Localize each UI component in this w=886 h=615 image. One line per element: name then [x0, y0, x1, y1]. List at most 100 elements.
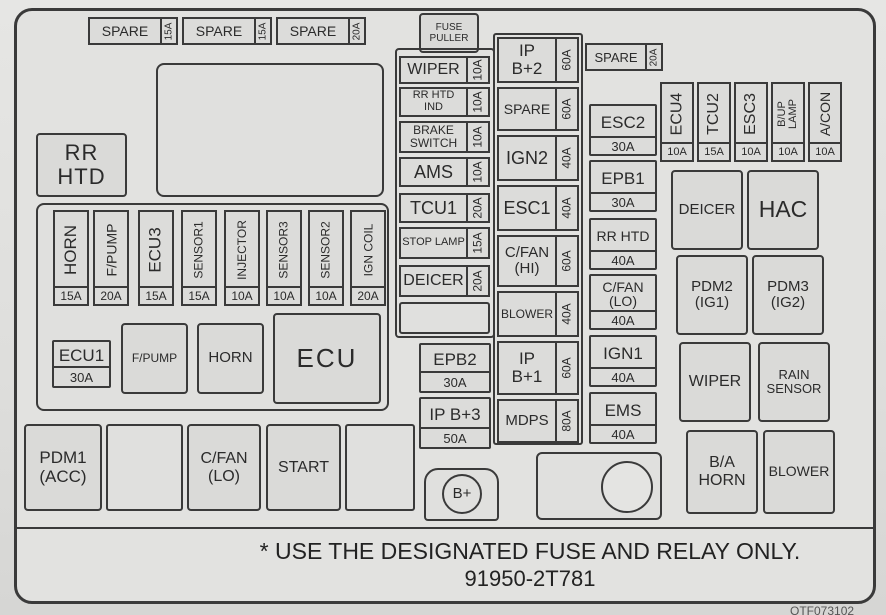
spare-fuse-2: SPARE 15A	[182, 17, 272, 45]
fuse-amp: 15A	[183, 286, 215, 304]
start-relay: START	[266, 424, 341, 511]
main-terminal-stud	[601, 461, 653, 513]
fuse-sensor2: SENSOR2 10A	[308, 210, 344, 306]
fuse-mdps: MDPS 80A	[497, 399, 579, 443]
fuse-cfan-lo: C/FAN (LO) 40A	[589, 274, 657, 330]
fuse-amp: 60A	[560, 357, 575, 379]
column-3-group	[493, 33, 583, 445]
fuse-amp: 10A	[471, 91, 486, 113]
fuse-amp: 10A	[226, 286, 258, 304]
fuse-label: SENSOR2	[319, 221, 334, 279]
fuse-puller: FUSE PULLER	[419, 13, 479, 53]
fuse-label: WIPER	[407, 60, 460, 78]
spare-fuse-3: SPARE 20A	[276, 17, 366, 45]
fuse-amp: 80A	[560, 410, 575, 432]
fuse-label: ESC3	[742, 93, 760, 135]
fuse-rr-htd-ind: RR HTD IND 10A	[399, 87, 490, 117]
fuse-label: F/PUMP	[103, 223, 120, 277]
fuse-backup-lamp: B/UP LAMP 10A	[771, 82, 805, 162]
fuse-label: TCU2	[705, 93, 722, 135]
fuse-label: EPB1	[601, 168, 645, 188]
fuse-amp: 20A	[95, 286, 127, 304]
fuse-amp: 10A	[471, 126, 486, 148]
fuse-label: IGN COIL	[361, 223, 375, 277]
fuse-horn: HORN 15A	[53, 210, 89, 306]
fuse-amp: 10A	[471, 161, 486, 183]
fuse-label: ECU3	[146, 227, 166, 273]
fuse-amp: 10A	[810, 142, 840, 160]
fpump-relay: F/PUMP	[121, 323, 188, 394]
rr-htd-relay: RR HTD	[36, 133, 127, 197]
fuse-amp: 10A	[310, 286, 342, 304]
fuse-amp: 20A	[471, 270, 486, 292]
fuse-amp: 15A	[257, 22, 269, 40]
pdm3-relay: PDM3 (IG2)	[752, 255, 824, 335]
wiper-relay: WIPER	[679, 342, 751, 422]
fuse-amp: 30A	[54, 366, 109, 386]
fuse-label: AMS	[413, 161, 453, 182]
fuse-amp: 40A	[591, 250, 655, 268]
fuse-label: A/CON	[817, 91, 833, 137]
empty-relay-slot	[106, 424, 183, 511]
fuse-amp: 60A	[560, 98, 575, 120]
fuse-deicer: DEICER 20A	[399, 265, 490, 297]
fuse-amp: 40A	[560, 197, 575, 219]
fuse-brake-switch: BRAKE SWITCH 10A	[399, 121, 490, 153]
fuse-label: BLOWER	[500, 306, 553, 321]
fuse-amp: 40A	[591, 310, 655, 328]
fuse-amp: 10A	[471, 59, 486, 81]
fuse-ecu3: ECU3 15A	[138, 210, 174, 306]
fuse-ign2: IGN2 40A	[497, 135, 579, 181]
empty-fuse-slot	[399, 302, 490, 334]
pdm1-relay: PDM1 (ACC)	[24, 424, 102, 511]
fuse-label: EPB2	[433, 349, 477, 369]
fuse-ign-coil: IGN COIL 20A	[350, 210, 386, 306]
fuse-label: SPARE	[195, 23, 243, 39]
fuse-amp: 15A	[699, 142, 729, 160]
fuse-ecu4: ECU4 10A	[660, 82, 694, 162]
fuse-esc1: ESC1 40A	[497, 185, 579, 231]
fuse-fpump: F/PUMP 20A	[93, 210, 129, 306]
fuse-label: RR HTD IND	[412, 89, 455, 113]
fuse-stop-lamp: STOP LAMP 15A	[399, 227, 490, 259]
fuse-amp: 10A	[773, 142, 803, 160]
empty-relay-slot	[345, 424, 415, 511]
fuse-esc2: ESC2 30A	[589, 104, 657, 156]
fuse-amp: 50A	[421, 427, 489, 447]
fuse-cfan-hi: C/FAN (HI) 60A	[497, 235, 579, 287]
part-number: 91950-2T781	[464, 566, 596, 591]
fuse-tcu1: TCU1 20A	[399, 193, 490, 223]
fuse-label: SPARE	[503, 100, 551, 117]
fuse-amp: 60A	[560, 250, 575, 272]
fuse-injector: INJECTOR 10A	[224, 210, 260, 306]
fuse-amp: 40A	[560, 303, 575, 325]
fuse-label: RR HTD	[596, 228, 650, 244]
ecu-relay: ECU	[273, 313, 381, 404]
fuse-tcu2: TCU2 15A	[697, 82, 731, 162]
fuse-label: SENSOR3	[277, 221, 292, 279]
fuse-amp: 20A	[648, 48, 660, 66]
fuse-label: ECU1	[58, 345, 105, 365]
fuse-label: INJECTOR	[235, 220, 250, 280]
fuse-label: BRAKE SWITCH	[409, 123, 458, 150]
fuse-amp: 15A	[55, 286, 87, 304]
cfan-lo-relay: C/FAN (LO)	[187, 424, 261, 511]
image-code: OTF073102	[790, 604, 855, 615]
fuse-epb1: EPB1 30A	[589, 160, 657, 212]
fuse-label: SPARE	[101, 23, 149, 39]
horn-relay: HORN	[197, 323, 264, 394]
fuse-label: SENSOR1	[192, 221, 207, 279]
fuse-amp: 40A	[560, 147, 575, 169]
hac-relay: HAC	[747, 170, 819, 250]
fuse-amp: 10A	[662, 142, 692, 160]
notice-divider	[14, 527, 876, 529]
fuse-label: STOP LAMP	[402, 236, 465, 249]
usage-notice: * USE THE DESIGNATED FUSE AND RELAY ONLY…	[259, 538, 801, 564]
fuse-esc3: ESC3 10A	[734, 82, 768, 162]
fuse-amp: 15A	[140, 286, 172, 304]
spare-fuse-right: SPARE 20A	[585, 43, 663, 71]
fuse-amp: 15A	[471, 232, 486, 254]
fuse-amp: 40A	[591, 424, 655, 442]
fuse-amp: 20A	[352, 286, 384, 304]
